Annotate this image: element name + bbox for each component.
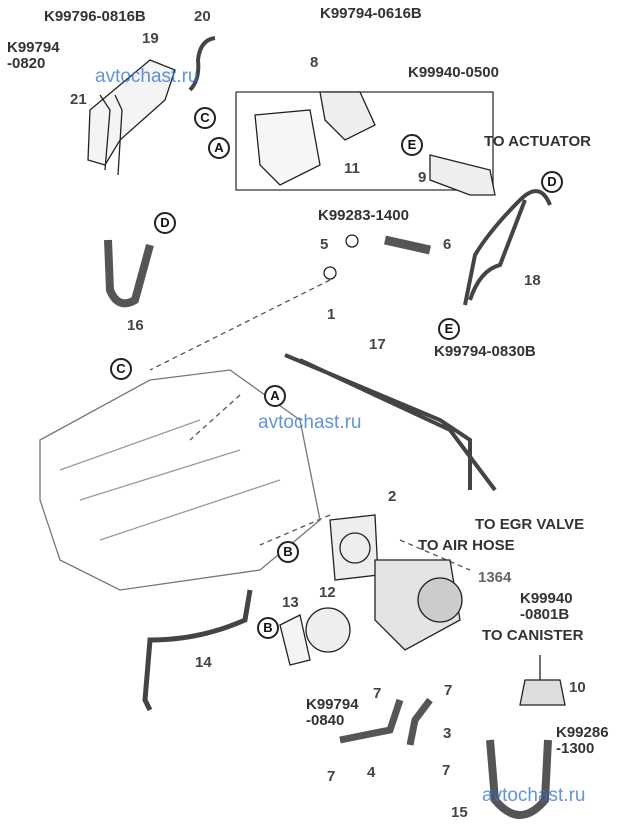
connector-a: A xyxy=(264,385,286,407)
bracket-8 xyxy=(254,109,321,186)
part-number-16: 16 xyxy=(127,317,144,334)
label-k99796-0816b: K99796-0816B xyxy=(44,8,146,25)
hose-6 xyxy=(384,235,431,255)
watermark: avtochast.ru xyxy=(258,412,362,433)
connector-e: E xyxy=(438,318,460,340)
clamp-5 xyxy=(345,234,359,248)
watermark: avtochast.ru xyxy=(482,785,586,806)
label-line1: K99794 xyxy=(7,39,60,56)
connector-c: C xyxy=(194,107,216,129)
part-number-4: 4 xyxy=(367,764,376,781)
hose-18-branch xyxy=(468,199,527,301)
part-number-20: 20 xyxy=(194,8,211,25)
part-number-21: 21 xyxy=(70,91,87,108)
part-number-12: 12 xyxy=(319,584,336,601)
connector-c: C xyxy=(110,358,132,380)
bracket-19 xyxy=(87,59,176,166)
hose-20 xyxy=(188,36,216,92)
valve-9 xyxy=(429,154,496,196)
connector-a: A xyxy=(208,137,230,159)
label-to-canister: TO CANISTER xyxy=(482,627,584,644)
label-line1: K99286 xyxy=(556,724,609,741)
part-number-9: 9 xyxy=(418,169,427,186)
engine-block-detail xyxy=(59,419,281,541)
part-number-3: 3 xyxy=(443,725,452,742)
label-line2: -0840 xyxy=(306,712,345,729)
label-k99940-0500: K99940-0500 xyxy=(408,64,499,81)
connector-b: B xyxy=(257,617,279,639)
gasket-2 xyxy=(329,514,379,581)
label-k99286-1300: K99286-1300 xyxy=(556,725,609,757)
pipe-14 xyxy=(142,589,253,712)
hose-18 xyxy=(463,189,552,306)
hose-16 xyxy=(104,239,154,308)
connector-d: D xyxy=(541,171,563,193)
hose-4 xyxy=(339,698,404,744)
part-number-2: 2 xyxy=(388,488,397,505)
label-line2: -0801B xyxy=(520,606,570,623)
actuator-12 xyxy=(305,607,351,653)
hose-15 xyxy=(486,739,552,819)
part-number-18: 18 xyxy=(524,272,541,289)
part-number-5: 5 xyxy=(320,236,329,253)
part-number-15: 15 xyxy=(451,804,468,821)
label-to-egr-valve: TO EGR VALVE xyxy=(475,516,585,533)
label-k99283-1400: K99283-1400 xyxy=(318,207,409,224)
part-number-11: 11 xyxy=(344,160,360,177)
gasket-2-hole xyxy=(339,532,371,564)
label-k99940-0801b: K99940-0801B xyxy=(520,591,573,623)
valve-10 xyxy=(519,679,566,706)
part-number-7: 7 xyxy=(373,685,382,702)
bracket-19-detail xyxy=(99,94,123,176)
connector-b: B xyxy=(277,541,299,563)
label-1364: 1364 xyxy=(478,569,512,586)
label-to-actuator: TO ACTUATOR xyxy=(484,133,591,150)
part-number-7: 7 xyxy=(444,682,453,699)
part-number-1: 1 xyxy=(327,306,336,323)
label-to-air-hose: TO AIR HOSE xyxy=(418,537,515,554)
throttle-body-bore xyxy=(417,577,463,623)
connector-d: D xyxy=(154,212,176,234)
part-number-7: 7 xyxy=(442,762,451,779)
solenoid-11 xyxy=(319,91,376,141)
watermark: avtochast.ru xyxy=(95,66,199,87)
connector-e: E xyxy=(401,134,423,156)
pipe-17 xyxy=(284,353,497,492)
label-line1: K99940 xyxy=(520,590,573,607)
part-number-14: 14 xyxy=(195,654,212,671)
part-number-8: 8 xyxy=(310,54,319,71)
part-number-6: 6 xyxy=(443,236,452,253)
label-k99794-0820: K99794-0820 xyxy=(7,40,60,72)
label-line2: -1300 xyxy=(556,740,595,757)
label-line2: -0820 xyxy=(7,55,46,72)
label-k99794-0616b: K99794-0616B xyxy=(320,5,422,22)
leader-lines xyxy=(149,279,471,571)
part-number-17: 17 xyxy=(369,336,386,353)
label-k99794-0840: K99794-0840 xyxy=(306,697,359,729)
bracket-13 xyxy=(279,614,311,666)
part-number-19: 19 xyxy=(142,30,159,47)
hose-3 xyxy=(406,697,433,746)
part-number-10: 10 xyxy=(569,679,586,696)
label-line1: K99794 xyxy=(306,696,359,713)
label-k99794-0830b: K99794-0830B xyxy=(434,343,536,360)
fitting-1 xyxy=(323,266,337,280)
part-number-13: 13 xyxy=(282,594,299,611)
part-number-7: 7 xyxy=(327,768,336,785)
